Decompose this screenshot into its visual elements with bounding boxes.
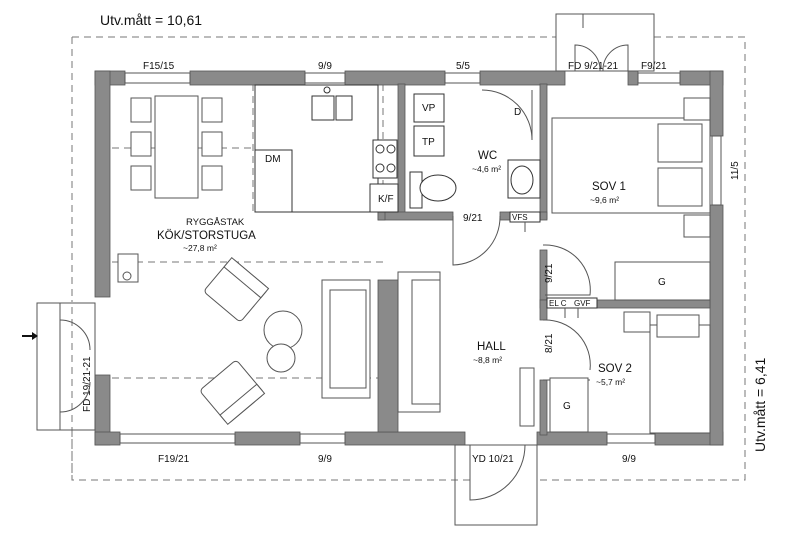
door-label-fd-9-21: FD 9/21-21 — [568, 61, 618, 72]
width-dimension: Utv.mått = 10,61 — [100, 12, 202, 28]
door-label-fd-19-21: FD 19/21-21 — [82, 356, 93, 412]
bed-sov2 — [623, 311, 711, 434]
entry-door — [454, 444, 538, 526]
fridge-freezer-label: K/F — [378, 194, 394, 205]
bed-sov1 — [551, 97, 711, 238]
wardrobe-label-2: G — [563, 401, 571, 412]
left-balcony-door — [22, 302, 96, 431]
vp-label: VP — [422, 103, 436, 114]
wardrobe-sov2 — [549, 377, 589, 433]
tp-label: TP — [422, 137, 435, 148]
window-label-9-9-top: 9/9 — [318, 61, 332, 72]
hall-area: ~8,8 m² — [473, 355, 502, 365]
kitchen-roof-label: RYGGÅSTAK — [186, 217, 245, 228]
window-label-5-5: 5/5 — [456, 61, 470, 72]
wardrobe-label-1: G — [658, 277, 666, 288]
sov2-name: SOV 2 — [598, 363, 632, 375]
dishwasher-label: DM — [265, 154, 281, 165]
wc-name: WC — [478, 150, 497, 162]
kitchen-name: KÖK/STORSTUGA — [157, 230, 256, 242]
wc-area: ~4,6 m² — [472, 164, 501, 174]
wardrobe-sov1 — [614, 261, 711, 301]
sov1-area: ~9,6 m² — [590, 195, 619, 205]
d-label: D — [514, 107, 521, 118]
kitchen-area: ~27,8 m² — [183, 243, 217, 253]
kitchen-counter — [254, 84, 399, 213]
vfs-label: VFS — [512, 213, 528, 222]
sov1-name: SOV 1 — [592, 181, 626, 193]
living-furniture — [117, 253, 371, 425]
hall-storage — [397, 271, 535, 427]
window-label-11-5: 11/5 — [730, 161, 741, 180]
hall-name: HALL — [477, 341, 506, 353]
window-label-9-9-bottom: 9/9 — [318, 454, 332, 465]
window-label-9-9-sov2: 9/9 — [622, 454, 636, 465]
windows — [119, 72, 722, 444]
top-balcony-door — [555, 13, 655, 72]
window-label-f15-15: F15/15 — [143, 61, 175, 72]
elc-label: EL C — [549, 299, 567, 308]
outer-boundary — [71, 36, 746, 481]
utility-cabinets — [509, 211, 598, 318]
sov2-area: ~5,7 m² — [596, 377, 625, 387]
height-dimension: Utv.mått = 6,41 — [752, 358, 768, 452]
wc-door-label: 9/21 — [463, 213, 483, 224]
door-label-yd-10-21: YD 10/21 — [472, 454, 514, 465]
dining-table — [130, 95, 223, 199]
sov2-door-label: 8/21 — [544, 333, 555, 353]
gvf-label: GVF — [574, 299, 591, 308]
exterior-walls — [94, 70, 724, 446]
window-label-f19-21: F19/21 — [158, 454, 190, 465]
sov1-door-label: 9/21 — [544, 263, 555, 283]
wc-fixtures — [409, 89, 541, 209]
